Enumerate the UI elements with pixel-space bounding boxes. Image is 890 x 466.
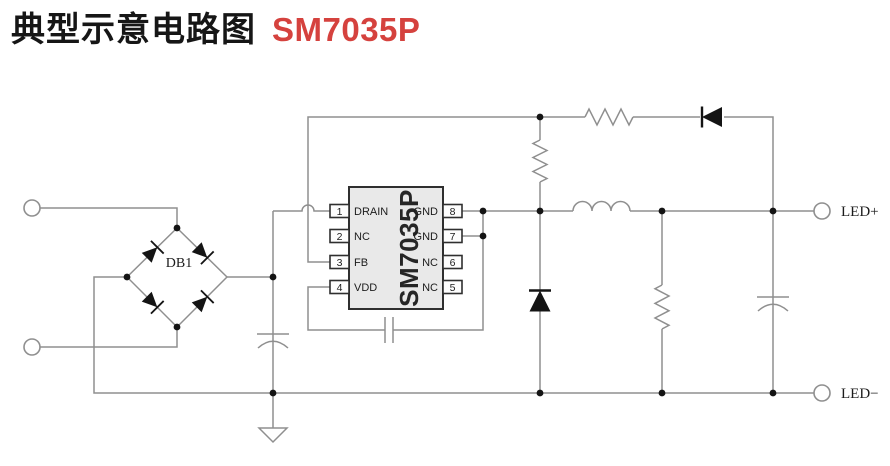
wire-bottom-rail (93, 276, 814, 394)
pin-box (329, 279, 350, 295)
diode-triangle (141, 247, 158, 263)
part-number: SM7035P (272, 11, 421, 48)
led-plus-terminal (813, 202, 831, 220)
diode-cathode-bar (150, 240, 165, 255)
wire-drain (273, 204, 330, 212)
junction-dot (536, 207, 544, 215)
junction-dot (536, 113, 544, 121)
pin-4: 4 (329, 279, 350, 295)
wire-ac-bottom (40, 327, 178, 348)
wire-vdd (307, 286, 385, 331)
junction-dot (658, 207, 666, 215)
junction-dot (123, 273, 131, 281)
pin-label-gnd8: GND (414, 206, 439, 218)
bridge-diode-top-left (141, 240, 165, 263)
pin-number: 2 (337, 231, 343, 243)
output-inductor (572, 200, 631, 212)
pin-6: 6 (442, 254, 463, 270)
pin-number: 6 (450, 257, 456, 269)
junction-dot (769, 207, 777, 215)
diode-triangle (702, 107, 722, 127)
led-minus-label: LED− (841, 386, 879, 402)
resistor-r2 (584, 107, 634, 127)
junction-dot (658, 389, 666, 397)
pin-label-nc6: NC (422, 257, 438, 269)
pin-number: 8 (450, 206, 456, 218)
wire-ac-top (40, 207, 178, 228)
ac-input-terminal-bottom (23, 338, 41, 356)
pin-box (442, 203, 463, 219)
junction-dot (479, 207, 487, 215)
bridge-diode-top-right (191, 242, 215, 265)
chip-name: SM7035P (394, 189, 424, 307)
ground-symbol (257, 393, 289, 444)
chip-body (348, 186, 444, 310)
input-capacitor (257, 333, 289, 349)
bridge-arms (126, 226, 228, 329)
output-capacitor (757, 296, 789, 312)
pin-2: 2 (329, 228, 350, 244)
pin-number: 5 (450, 282, 456, 294)
pin-label-drain: DRAIN (354, 206, 388, 218)
pin-label-fb: FB (354, 257, 368, 269)
junction-dot (479, 232, 487, 240)
wire-fb-riser (307, 116, 585, 263)
resistor-r3 (653, 284, 671, 330)
pin-box (442, 254, 463, 270)
pin-label-gnd7: GND (414, 231, 439, 243)
pin-number: 1 (337, 206, 343, 218)
ic-sm7035p: SM7035P 1 2 3 4 8 7 6 (329, 186, 463, 310)
diode-cathode-bar (150, 300, 165, 315)
pin-label-vdd: VDD (354, 282, 377, 294)
bridge-diode-bottom-left (141, 291, 165, 315)
diode-triangle (141, 291, 158, 308)
junction-dot (173, 323, 181, 331)
pin-7: 7 (442, 228, 463, 244)
bridge-rectifier: DB1 (126, 226, 228, 329)
terminals: LED+ LED− (23, 199, 879, 402)
pin-number: 7 (450, 231, 456, 243)
pin-number: 4 (337, 282, 343, 294)
cap-plate-curved (257, 340, 289, 349)
junction-dots (123, 113, 777, 397)
pin-box (442, 228, 463, 244)
diode-triangle (191, 296, 208, 313)
freewheel-diode (529, 289, 551, 312)
led-minus-terminal (813, 384, 831, 402)
pin-1: 1 (329, 203, 350, 219)
pin-label-nc2: NC (354, 231, 370, 243)
bridge-diode-bottom-right (191, 289, 215, 313)
junction-dot (769, 389, 777, 397)
page-title: 典型示意电路图 (11, 11, 256, 49)
pin-box (442, 279, 463, 295)
led-plus-label: LED+ (841, 204, 879, 220)
ac-input-terminal-top (23, 199, 41, 217)
junction-dot (269, 273, 277, 281)
junction-dot (536, 389, 544, 397)
pin-label-nc5: NC (422, 282, 438, 294)
top-rail-diode (700, 106, 722, 128)
ground-triangle (257, 427, 289, 444)
junction-dot (173, 224, 181, 232)
bridge-label: DB1 (166, 256, 192, 271)
page-header: 典型示意电路图 SM7035P (11, 2, 420, 51)
pin-3: 3 (329, 254, 350, 270)
pin-5: 5 (442, 279, 463, 295)
resistor-r1 (531, 139, 549, 183)
junction-dot (269, 389, 277, 397)
pin-number: 3 (337, 257, 343, 269)
diode-triangle (191, 242, 208, 258)
diode-cathode-bar (200, 289, 215, 304)
pin-box (329, 254, 350, 270)
wire-segments (40, 116, 814, 394)
pin-box (329, 203, 350, 219)
pin-8: 8 (442, 203, 463, 219)
diode-triangle (529, 290, 551, 312)
pin-box (329, 228, 350, 244)
vdd-capacitor (384, 317, 394, 343)
cap-plate-curved (757, 303, 789, 312)
wire-gnd-riser (393, 211, 484, 331)
wire-top-right (724, 116, 774, 211)
diode-cathode-bar (200, 250, 215, 265)
